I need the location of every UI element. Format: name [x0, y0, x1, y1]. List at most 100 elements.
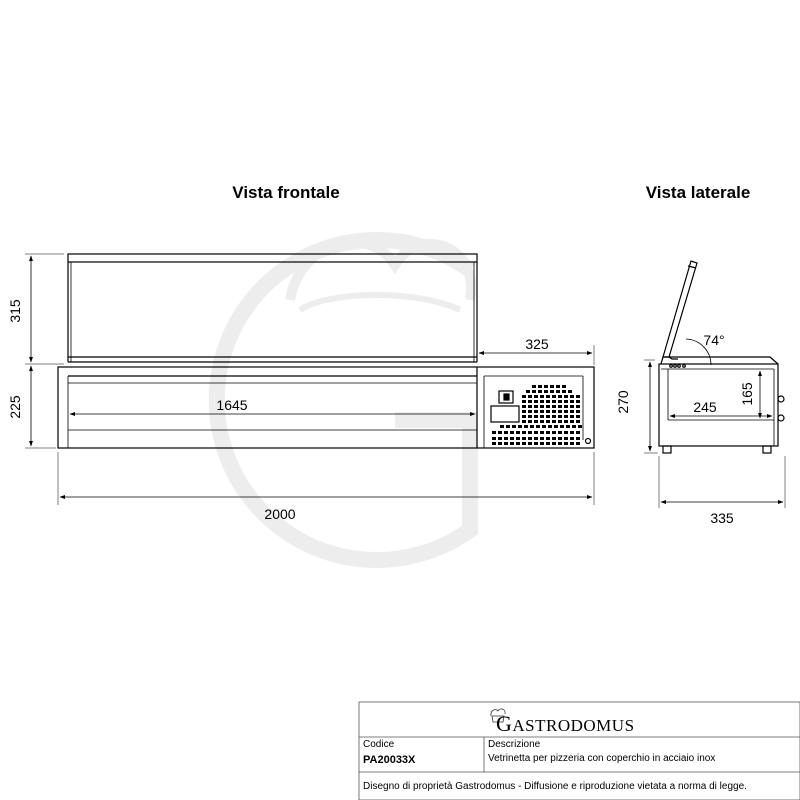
vent-slot — [570, 415, 574, 418]
side-body — [658, 356, 785, 454]
brand-name: GASTRODOMUS — [496, 711, 635, 736]
front-base-body — [57, 366, 595, 449]
code-label: Codice — [363, 739, 395, 750]
vent-slot — [556, 390, 560, 393]
vent-slot — [528, 437, 532, 440]
vent-slot — [540, 415, 544, 418]
vent-slot — [576, 431, 580, 434]
vent-slot — [576, 395, 580, 398]
vent-slot — [510, 431, 514, 434]
vent-slot — [550, 390, 554, 393]
vent-slot — [540, 405, 544, 408]
description-label: Descrizione — [488, 739, 541, 750]
vent-slot — [542, 425, 546, 428]
vent-slot — [540, 410, 544, 413]
vent-slot — [564, 405, 568, 408]
vent-slot — [534, 410, 538, 413]
vent-slot — [534, 405, 538, 408]
vent-slot — [558, 442, 562, 445]
vent-slot — [546, 420, 550, 423]
vent-slot — [528, 410, 532, 413]
vent-slot — [534, 395, 538, 398]
vent-slot — [516, 442, 520, 445]
vent-slot — [570, 395, 574, 398]
vent-slot — [552, 420, 556, 423]
vent-slot — [564, 395, 568, 398]
front-view — [57, 253, 595, 449]
vent-slot — [562, 385, 566, 388]
vent-slot — [546, 437, 550, 440]
front-vent-grille — [492, 385, 582, 445]
vent-slot — [522, 431, 526, 434]
vent-slot — [558, 400, 562, 403]
vent-slot — [528, 442, 532, 445]
vent-slot — [570, 442, 574, 445]
dim-base-height: 225 — [7, 395, 23, 419]
vent-slot — [506, 425, 510, 428]
vent-slot — [572, 425, 576, 428]
vent-slot — [564, 400, 568, 403]
copyright-notice: Disegno di proprietà Gastrodomus - Diffu… — [363, 781, 747, 792]
watermark-logo — [208, 232, 478, 568]
vent-slot — [500, 425, 504, 428]
vent-slot — [510, 437, 514, 440]
dim-inner-depth: 245 — [693, 399, 717, 415]
vent-slot — [538, 390, 542, 393]
description-value: Vetrinetta per pizzeria con coperchio in… — [488, 753, 715, 764]
vent-slot — [570, 400, 574, 403]
front-control-panel — [490, 390, 520, 423]
vent-slot — [552, 431, 556, 434]
vent-slot — [552, 395, 556, 398]
vent-slot — [540, 420, 544, 423]
vent-slot — [534, 442, 538, 445]
vent-slot — [528, 405, 532, 408]
vent-slot — [522, 420, 526, 423]
vent-slot — [522, 405, 526, 408]
vent-slot — [504, 431, 508, 434]
vent-slot — [492, 437, 496, 440]
vent-slot — [522, 442, 526, 445]
vent-slot — [560, 425, 564, 428]
vent-slot — [522, 415, 526, 418]
vent-slot — [558, 437, 562, 440]
vent-slot — [540, 437, 544, 440]
vent-slot — [570, 431, 574, 434]
vent-slot — [532, 385, 536, 388]
side-open-lid — [662, 260, 698, 360]
side-view — [658, 260, 785, 454]
vent-slot — [538, 385, 542, 388]
vent-slot — [566, 425, 570, 428]
vent-slot — [578, 425, 582, 428]
side-view-title: Vista laterale — [646, 183, 751, 202]
front-dimensions — [25, 253, 595, 505]
vent-slot — [526, 390, 530, 393]
vent-slot — [528, 431, 532, 434]
vent-slot — [492, 442, 496, 445]
brand-logo: GASTRODOMUS — [490, 708, 635, 736]
vent-slot — [492, 431, 496, 434]
vent-slot — [498, 437, 502, 440]
vent-slot — [522, 395, 526, 398]
dim-lid-height: 315 — [7, 299, 23, 323]
vent-slot — [522, 410, 526, 413]
vent-slot — [558, 420, 562, 423]
vent-slot — [552, 405, 556, 408]
vent-slot — [552, 442, 556, 445]
vent-slot — [552, 437, 556, 440]
vent-slot — [504, 437, 508, 440]
vent-slot — [540, 442, 544, 445]
vent-slot — [576, 437, 580, 440]
vent-slot — [552, 400, 556, 403]
dim-side-height: 270 — [615, 390, 631, 414]
vent-slot — [540, 400, 544, 403]
vent-slot — [522, 400, 526, 403]
vent-slot — [548, 425, 552, 428]
vent-slot — [546, 405, 550, 408]
vent-slot — [558, 405, 562, 408]
vent-slot — [532, 390, 536, 393]
chef-hat-icon — [490, 708, 506, 723]
dim-lid-angle: 74° — [703, 332, 724, 348]
vent-slot — [550, 385, 554, 388]
vent-slot — [576, 415, 580, 418]
